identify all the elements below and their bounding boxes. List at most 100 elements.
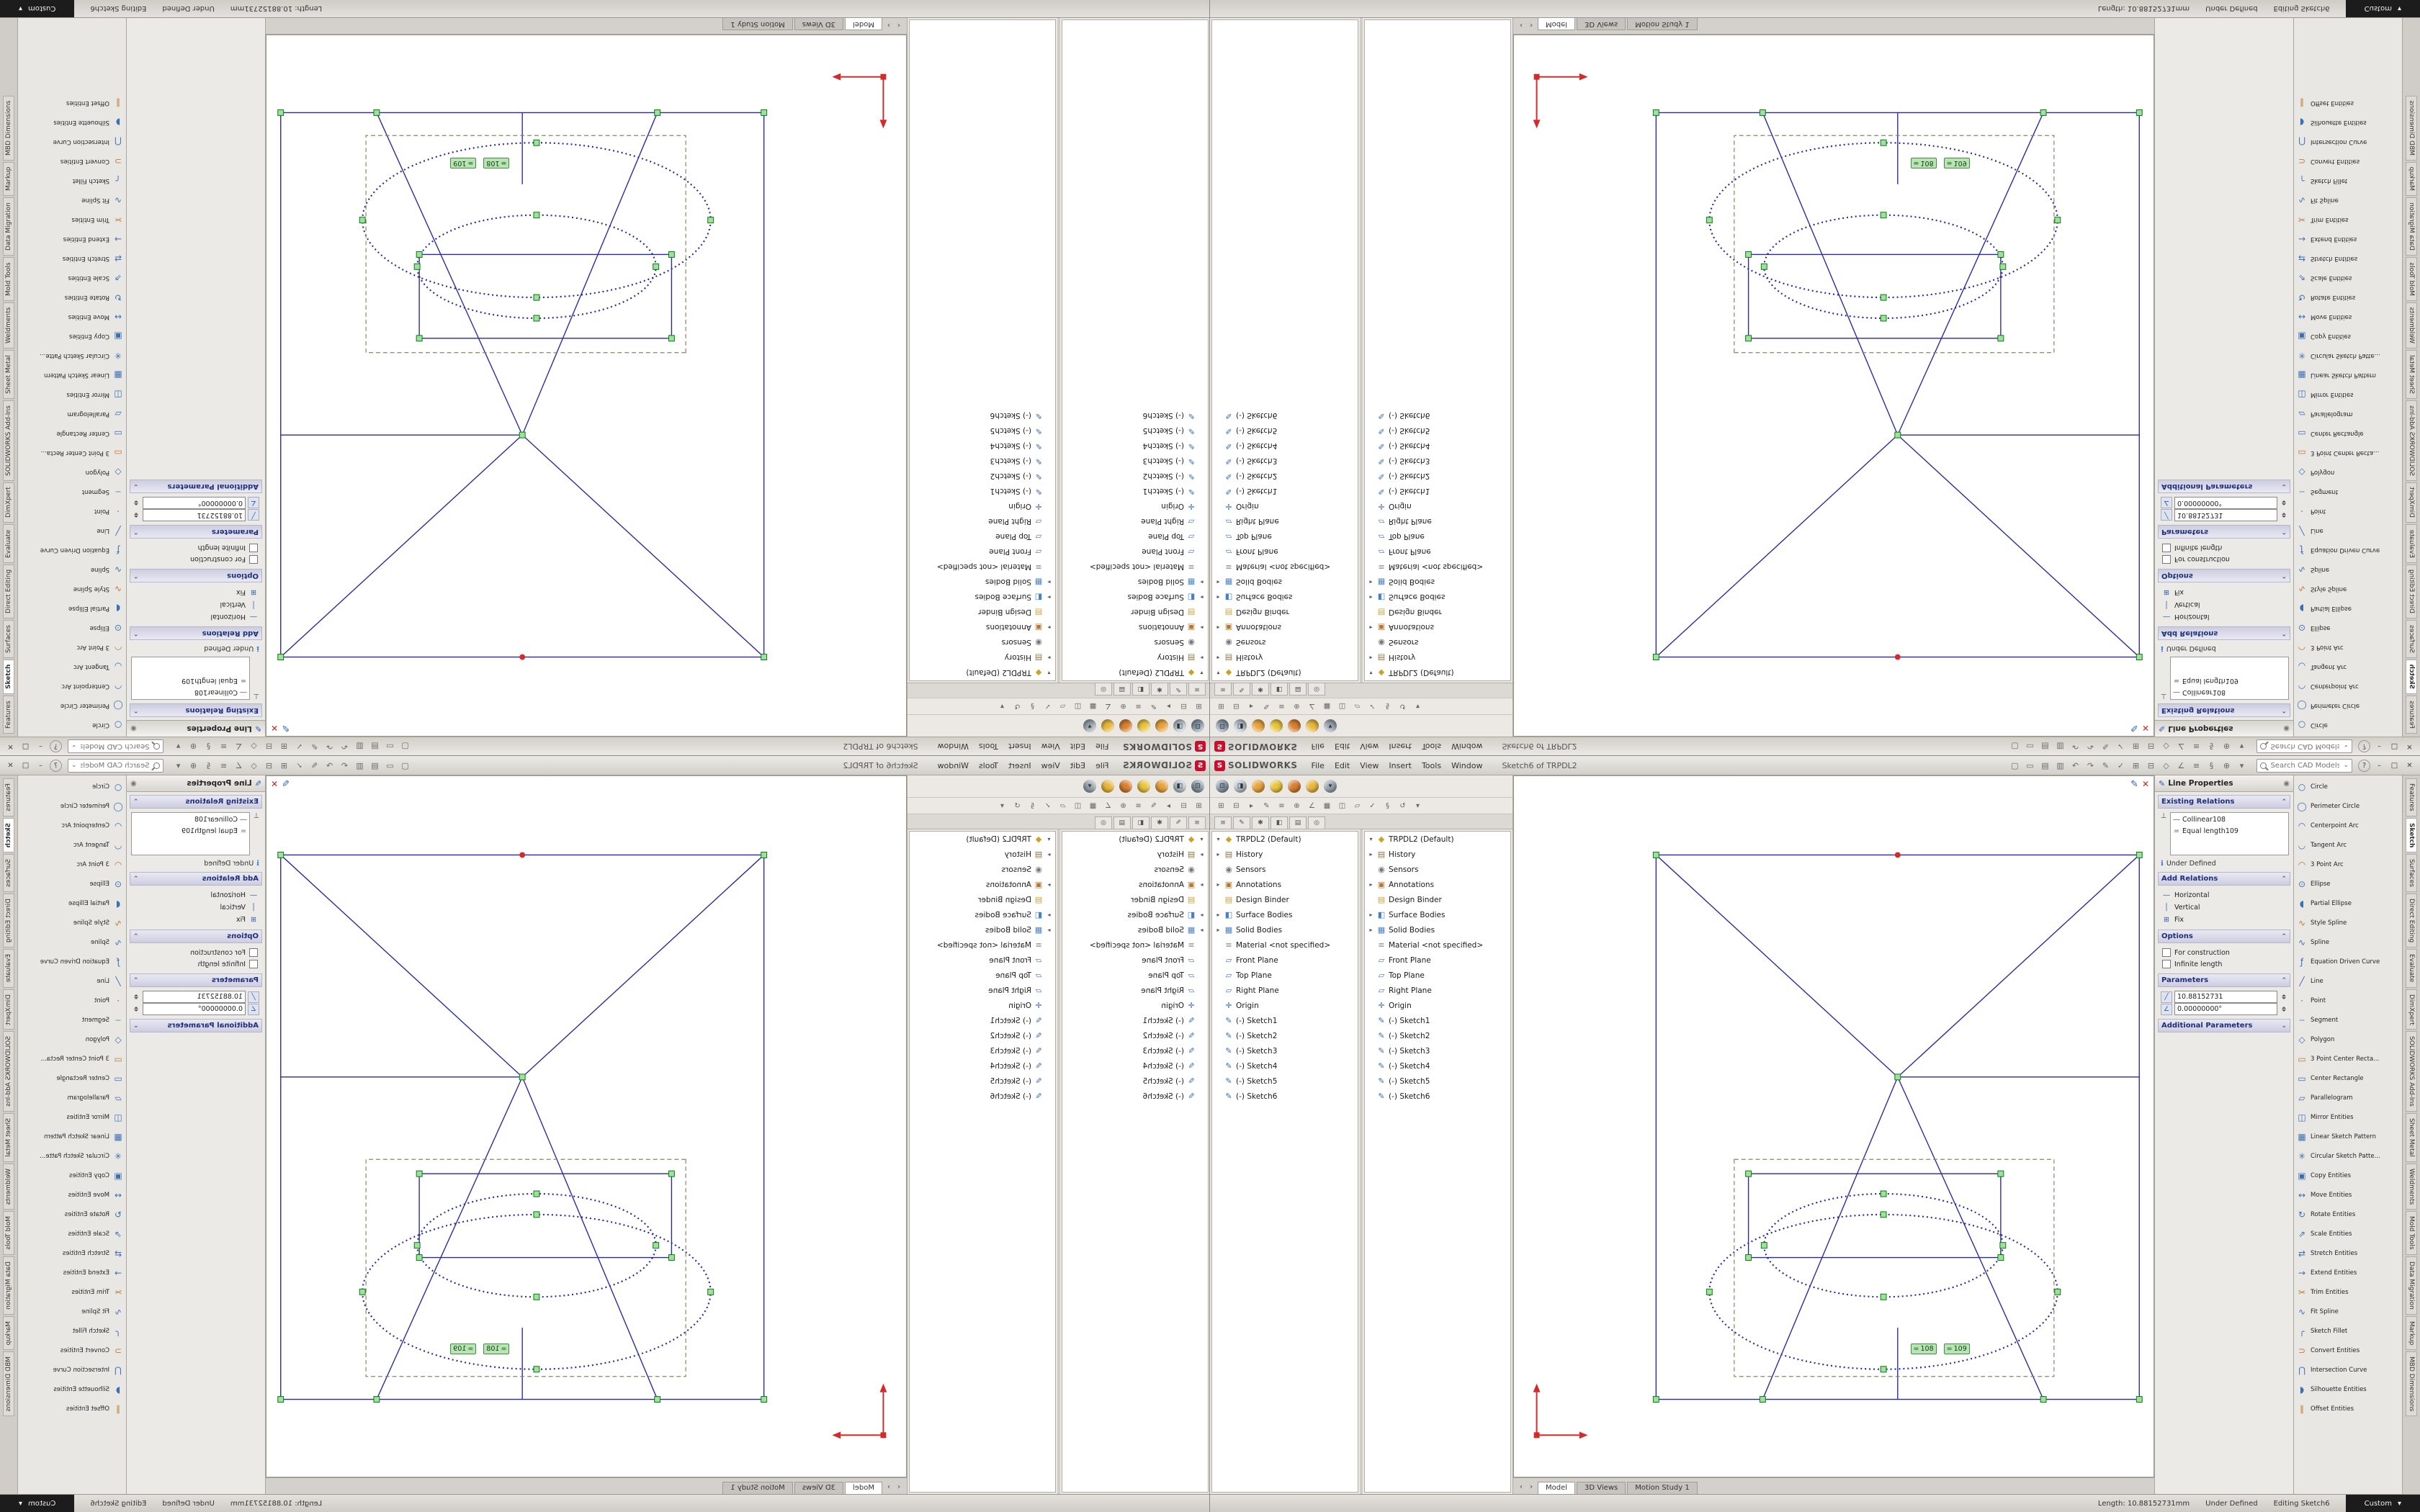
expand-caret-icon[interactable]: ▸ <box>1047 624 1051 631</box>
tree-item[interactable]: ▸ ◧ Surface Bodies <box>910 590 1055 605</box>
scene-icon[interactable] <box>1101 719 1114 732</box>
tree-item[interactable]: ✎ (-) Sketch6 <box>1212 1089 1358 1104</box>
checkbox-row[interactable]: Infinite length <box>2158 958 2290 970</box>
tree-item[interactable]: ✛ Origin <box>1365 998 1510 1013</box>
menubar-tool-icon[interactable]: ∠ <box>2177 760 2185 770</box>
feature-manager-tab-icon[interactable]: ✎ <box>1233 683 1250 696</box>
expand-caret-icon[interactable]: ▸ <box>1216 654 1220 661</box>
tree-item[interactable]: ✎ (-) Sketch1 <box>910 484 1055 499</box>
tree-item[interactable]: ✛ Origin <box>1212 499 1358 514</box>
tree-item[interactable]: ▸ ▤ History <box>910 847 1055 862</box>
sketch-tool[interactable]: ∥ Offset Entities <box>2294 1399 2402 1418</box>
feature-manager-tab-icon[interactable]: ✱ <box>1252 816 1269 829</box>
tab-scroll-icon[interactable]: › <box>1529 1481 1533 1491</box>
command-tab[interactable]: Weldments <box>3 302 14 349</box>
parameter-input[interactable]: 0.00000000° <box>143 497 246 509</box>
command-tab[interactable]: Sketch <box>2406 817 2417 853</box>
sketch-handles[interactable] <box>1652 109 2143 661</box>
tree-item[interactable]: ▸ ▦ Solid Bodies <box>910 575 1055 590</box>
toolbar-icon[interactable]: § <box>1031 702 1034 711</box>
hide-items-icon[interactable] <box>1137 780 1150 793</box>
graphics-viewport[interactable]: = 108 = 109 ✎ ✕ <box>266 35 907 737</box>
expand-chevron-icon[interactable]: ⌄ <box>2281 482 2287 490</box>
tree-item[interactable]: ▱ Front Plane <box>910 953 1055 968</box>
sketch-tool[interactable]: ◯ Perimeter Circle <box>18 696 126 716</box>
expand-caret-icon[interactable]: ▾ <box>1200 670 1204 676</box>
tree-item[interactable]: ▾ ◆ TRPDL2 (Default) <box>1365 832 1510 847</box>
collapse-chevron-icon[interactable]: ⌃ <box>133 572 139 580</box>
tree-item[interactable]: ▱ Front Plane <box>1062 544 1208 559</box>
tree-item[interactable]: ✎ (-) Sketch2 <box>1212 469 1358 484</box>
sketch-tool[interactable]: → Extend Entities <box>2294 230 2402 249</box>
toolbar-icon[interactable]: ∠ <box>1309 702 1315 711</box>
feature-manager-tab-icon[interactable]: ▤ <box>1289 816 1307 829</box>
sketch-tool[interactable]: ƒ Equation Driven Curve <box>2294 541 2402 560</box>
feature-manager-tab-icon[interactable]: ◎ <box>1095 816 1112 829</box>
tree-item[interactable]: ▱ Right Plane <box>1212 514 1358 529</box>
tree-item[interactable]: ✛ Origin <box>1062 499 1208 514</box>
sketch-tool[interactable]: ▱ Parallelogram <box>18 1088 126 1107</box>
graphics-viewport[interactable]: = 108 = 109 ✎ ✕ <box>1513 35 2154 737</box>
parameter-input[interactable]: 10.88152731 <box>2174 991 2277 1003</box>
sketch-tool[interactable]: ↔ Move Entities <box>18 307 126 327</box>
menubar-tool-icon[interactable]: ✓ <box>295 742 303 752</box>
expand-caret-icon[interactable]: ▾ <box>1200 836 1204 842</box>
add-relation-button[interactable]: ― Horizontal <box>2158 611 2290 623</box>
tree-item[interactable]: ✎ (-) Sketch4 <box>910 438 1055 454</box>
sketch-tool[interactable]: ƒ Equation Driven Curve <box>18 541 126 560</box>
sketch-tool[interactable]: ○ Circle <box>18 777 126 796</box>
menubar-tool-icon[interactable]: ⊕ <box>2223 760 2231 770</box>
tree-item[interactable]: ▱ Top Plane <box>910 529 1055 544</box>
tree-item[interactable]: ▸ ▤ History <box>1062 847 1208 862</box>
toolbar-icon[interactable]: ▸ <box>1249 702 1254 711</box>
menubar-tool-icon[interactable]: § <box>2209 742 2214 752</box>
collapse-chevron-icon[interactable]: ⌃ <box>2281 629 2287 637</box>
feature-manager-tab-icon[interactable]: ◧ <box>1132 816 1150 829</box>
toolbar-icon[interactable]: ⊕ <box>1294 801 1300 810</box>
hide-items-icon[interactable] <box>1137 719 1150 732</box>
menubar-tool-icon[interactable]: ▤ <box>2041 742 2049 752</box>
expand-caret-icon[interactable]: ▸ <box>1216 927 1220 933</box>
tree-item[interactable]: ✎ (-) Sketch1 <box>1212 484 1358 499</box>
toolbar-icon[interactable]: ⊞ <box>1218 702 1224 711</box>
sketch-tool[interactable]: · Point <box>2294 991 2402 1010</box>
feature-manager-tab-icon[interactable]: ◎ <box>1308 816 1325 829</box>
toolbar-icon[interactable]: ⊕ <box>1294 702 1300 711</box>
relation-item[interactable]: = Equal length109 <box>133 825 248 837</box>
menubar-tool-icon[interactable]: ⊟ <box>265 742 273 752</box>
relation-badge[interactable]: = 108 <box>483 1344 510 1355</box>
tree-item[interactable]: ▸ ▦ Solid Bodies <box>1212 575 1358 590</box>
toolbar-icon[interactable]: ∠ <box>1105 702 1111 711</box>
expand-caret-icon[interactable]: ▾ <box>1216 836 1220 842</box>
tree-item[interactable]: ▸ ◧ Surface Bodies <box>1212 907 1358 922</box>
scene-icon[interactable] <box>1101 780 1114 793</box>
section-options[interactable]: Options ⌃ <box>2158 569 2290 582</box>
sketch-tool[interactable]: ◫ Mirror Entities <box>18 1107 126 1127</box>
command-tab[interactable]: Sheet Metal <box>2406 1113 2417 1162</box>
tree-item[interactable]: ▸ ◧ Surface Bodies <box>1365 907 1510 922</box>
sketch-tool[interactable]: ∿ Spline <box>2294 932 2402 952</box>
sketch-tool[interactable]: ╱ Line <box>18 521 126 541</box>
feature-manager-tab-icon[interactable]: ✎ <box>1170 683 1187 696</box>
expand-caret-icon[interactable]: ▸ <box>1047 654 1051 661</box>
menu-item[interactable]: View <box>1360 760 1379 770</box>
tree-item[interactable]: ✎ (-) Sketch4 <box>1212 1058 1358 1074</box>
tree-item[interactable]: ▸ ▤ History <box>1212 847 1358 862</box>
add-relation-button[interactable]: │ Vertical <box>130 901 262 914</box>
add-relation-button[interactable]: ― Horizontal <box>2158 889 2290 901</box>
menubar-tool-icon[interactable]: ◇ <box>2163 742 2169 752</box>
menu-item[interactable]: Edit <box>1070 742 1086 752</box>
pane-splitter[interactable] <box>1360 829 1363 1494</box>
sketch-tool[interactable]: ◡ Tangent Arc <box>18 835 126 855</box>
tree-item[interactable]: ▸ ▤ History <box>1062 650 1208 665</box>
sketch-tool[interactable]: ✂ Trim Entities <box>2294 1282 2402 1302</box>
units-selector[interactable]: Custom ▾ <box>2345 0 2420 17</box>
toolbar-icon[interactable]: ↺ <box>1399 702 1406 711</box>
sketch-tool[interactable]: ◡ Tangent Arc <box>2294 657 2402 677</box>
add-relation-button[interactable]: │ Vertical <box>2158 901 2290 914</box>
command-tab[interactable]: Direct Editing <box>3 564 14 618</box>
relations-list[interactable]: ― Collinear108 = Equal length109 <box>2170 657 2289 700</box>
spinner[interactable] <box>2280 510 2287 521</box>
sketch-tool[interactable]: ◠ Centerpoint Arc <box>18 816 126 835</box>
command-tab[interactable]: MBD Dimensions <box>3 95 14 161</box>
